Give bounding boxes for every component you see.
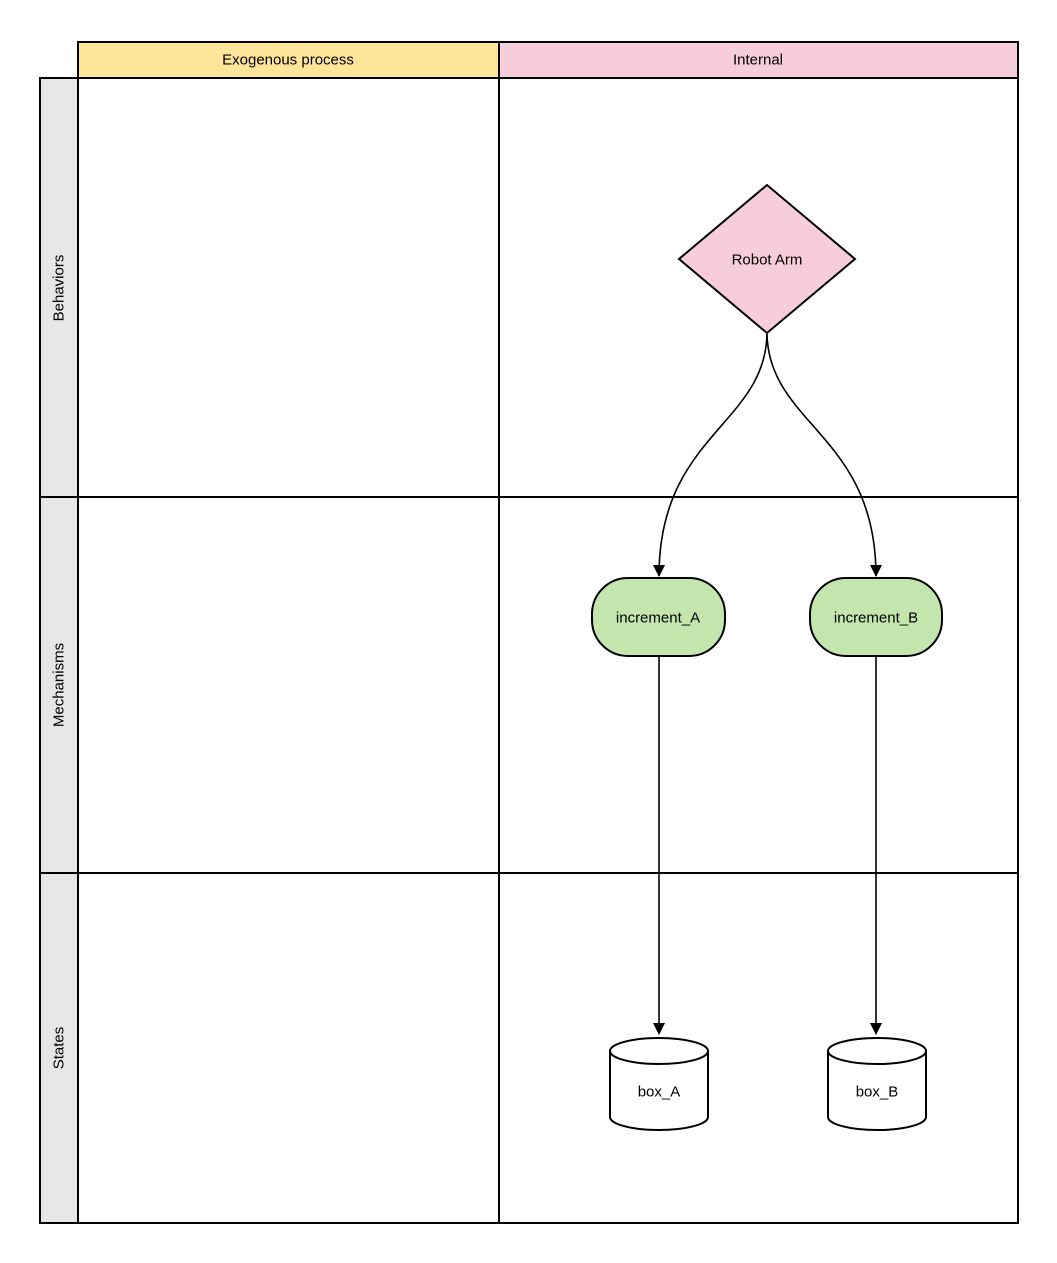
cell-states-internal xyxy=(498,872,1019,1224)
node-increment-a: increment_A xyxy=(591,577,726,657)
cylinder-body-shape xyxy=(609,1050,709,1131)
cell-mechanisms-exogenous xyxy=(77,496,500,874)
node-increment-a-label: increment_A xyxy=(616,610,700,627)
node-increment-b-label: increment_B xyxy=(834,610,918,627)
header-cell-exogenous xyxy=(77,41,500,79)
node-box-a: box_A xyxy=(609,1037,709,1131)
rounded-rect-shape xyxy=(809,577,943,657)
rounded-rect-shape xyxy=(591,577,726,657)
node-box-b: box_B xyxy=(827,1037,927,1131)
cell-behaviors-exogenous xyxy=(77,77,500,498)
header-cell-internal xyxy=(498,41,1019,79)
edge-robotarm-to-incrementB xyxy=(766,333,882,577)
row-label-behaviors: Behaviors xyxy=(51,255,68,322)
row-label-cell-states xyxy=(39,872,79,1224)
edges xyxy=(653,333,882,1035)
node-box-b-label: box_B xyxy=(856,1084,899,1101)
cell-mechanisms-internal xyxy=(498,496,1019,874)
node-robot-arm-label: Robot Arm xyxy=(732,252,803,269)
header-label-internal: Internal xyxy=(733,52,783,69)
cylinder-body-shape xyxy=(827,1050,927,1131)
cell-states-exogenous xyxy=(77,872,500,1224)
cylinder-top-shape xyxy=(827,1037,927,1065)
header-label-exogenous: Exogenous process xyxy=(222,52,354,69)
diamond-shape xyxy=(677,183,857,335)
row-label-mechanisms: Mechanisms xyxy=(51,643,68,727)
grid-cells xyxy=(77,77,1019,1224)
header-row: Exogenous process Internal xyxy=(77,41,1019,79)
node-box-a-label: box_A xyxy=(638,1084,681,1101)
edge-robotarm-to-incrementA xyxy=(653,333,768,577)
node-increment-b: increment_B xyxy=(809,577,943,657)
cylinder-top-shape xyxy=(609,1037,709,1065)
row-label-states: States xyxy=(51,1027,68,1070)
row-label-column: Behaviors Mechanisms States xyxy=(39,77,79,1224)
node-robot-arm: Robot Arm xyxy=(677,183,857,335)
